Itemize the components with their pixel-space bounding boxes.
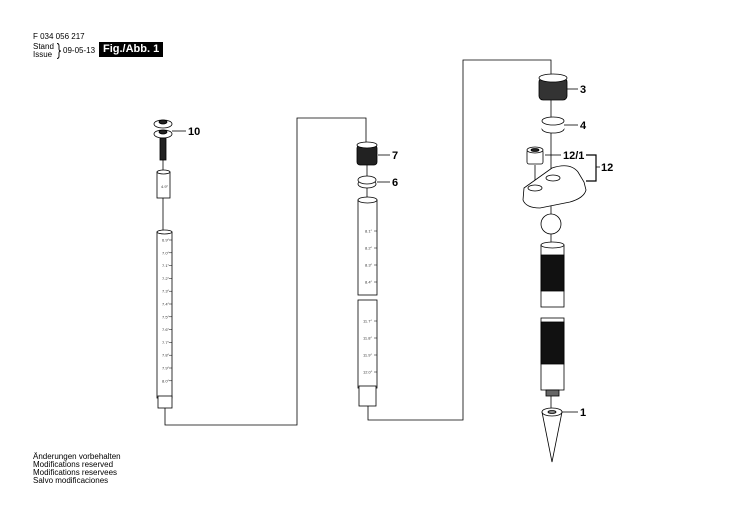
part-4-ring <box>541 116 565 134</box>
part-6-ring <box>357 175 377 189</box>
brace-icon <box>56 43 62 59</box>
callout-7: 7 <box>392 150 398 162</box>
left-tube-mark: 7.5° <box>162 314 170 319</box>
left-tube-mark: 7.8° <box>162 353 170 358</box>
callout-12-1: 12/1 <box>563 150 584 162</box>
callout-12: 12 <box>601 162 613 174</box>
middle-upper-mark: 8.2° <box>365 246 373 251</box>
callout-6: 6 <box>392 177 398 189</box>
middle-lower-mark: 12.0° <box>363 370 373 375</box>
middle-lower-mark: 11.9° <box>363 353 372 358</box>
issue-date: 09-05-13 <box>63 46 96 55</box>
left-tube-mark: 7.3° <box>162 289 170 294</box>
sleeve <box>156 169 171 199</box>
sleeve-mark: 4.9° <box>161 184 169 189</box>
callout-3: 3 <box>580 84 586 96</box>
figure-label: Fig./Abb. 1 <box>99 42 164 57</box>
left-tube-mark: 7.2° <box>162 276 170 281</box>
part-12-1-small-cap <box>526 146 544 165</box>
issue-label: Issue <box>33 50 53 59</box>
middle-lower-mark: 11.7° <box>363 319 372 324</box>
callout-1: 1 <box>580 407 586 419</box>
part-3-knurled-cap <box>538 73 568 101</box>
callout-10: 10 <box>188 126 200 138</box>
left-tube-mark: 7.9° <box>162 366 170 371</box>
part-7-knurled-nut <box>356 141 378 166</box>
left-tube-scale: 6.9° 7.0° 7.1° 7.2° 7.3° 7.4° 7.5° 7.6° 7.7° 7.8°… <box>162 238 172 383</box>
left-tube-mark: 7.7° <box>162 340 170 345</box>
note-de: Änderungen vorbehalten <box>33 452 121 461</box>
right-tube <box>540 241 565 397</box>
left-tube-mark: 6.9° <box>162 238 170 243</box>
middle-lower-mark: 11.8° <box>363 336 372 341</box>
note-fr: Modifications reservees <box>33 468 118 477</box>
middle-tube <box>357 196 378 407</box>
connector-lines <box>162 59 552 426</box>
part-12-base-block <box>522 165 587 209</box>
ball <box>540 213 562 235</box>
left-tube-mark: 7.6° <box>162 327 170 332</box>
note-en: Modifications reserved <box>33 460 114 469</box>
left-tube-mark: 7.1° <box>162 263 170 268</box>
left-tube-mark: 8.0° <box>162 378 170 383</box>
part-1-pointed-tip <box>541 407 563 463</box>
callout-4: 4 <box>580 120 587 132</box>
part-10-bolt-assembly <box>153 119 173 161</box>
stand-label: Stand <box>33 42 54 51</box>
middle-tube-scale: 8.1° 8.2° 8.3° 8.4° 11.7° 11.8° 11.9° 12.0° <box>363 229 377 375</box>
middle-upper-mark: 8.1° <box>365 229 373 234</box>
left-tube-mark: 7.0° <box>162 250 170 255</box>
left-tube <box>156 229 173 409</box>
note-es: Salvo modificaciones <box>33 476 109 485</box>
left-tube-mark: 7.4° <box>162 302 170 307</box>
middle-upper-mark: 8.4° <box>365 280 373 285</box>
middle-upper-mark: 8.3° <box>365 263 373 268</box>
part-number: F 034 056 217 <box>33 32 85 41</box>
